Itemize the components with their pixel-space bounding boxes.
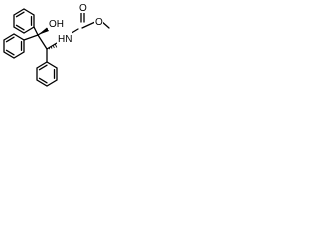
atom-labels: OH HN O O: [48, 1, 103, 45]
stereo-bonds: [38, 27, 58, 50]
phenyl-ring-top: [13, 8, 35, 34]
phenyl-ring-bottom: [36, 61, 58, 87]
ester-oxygen-label: O: [95, 17, 103, 28]
amide-nitrogen-label: HN: [58, 34, 72, 45]
carbonyl-oxygen-label: O: [79, 3, 87, 14]
chemical-structure: OH HN O O: [3, 1, 110, 87]
wedge-bond-oh: [38, 27, 49, 35]
phenyl-ring-left: [3, 33, 25, 59]
hydroxyl-label: OH: [49, 19, 64, 30]
hashed-bond-n: [48, 43, 58, 50]
